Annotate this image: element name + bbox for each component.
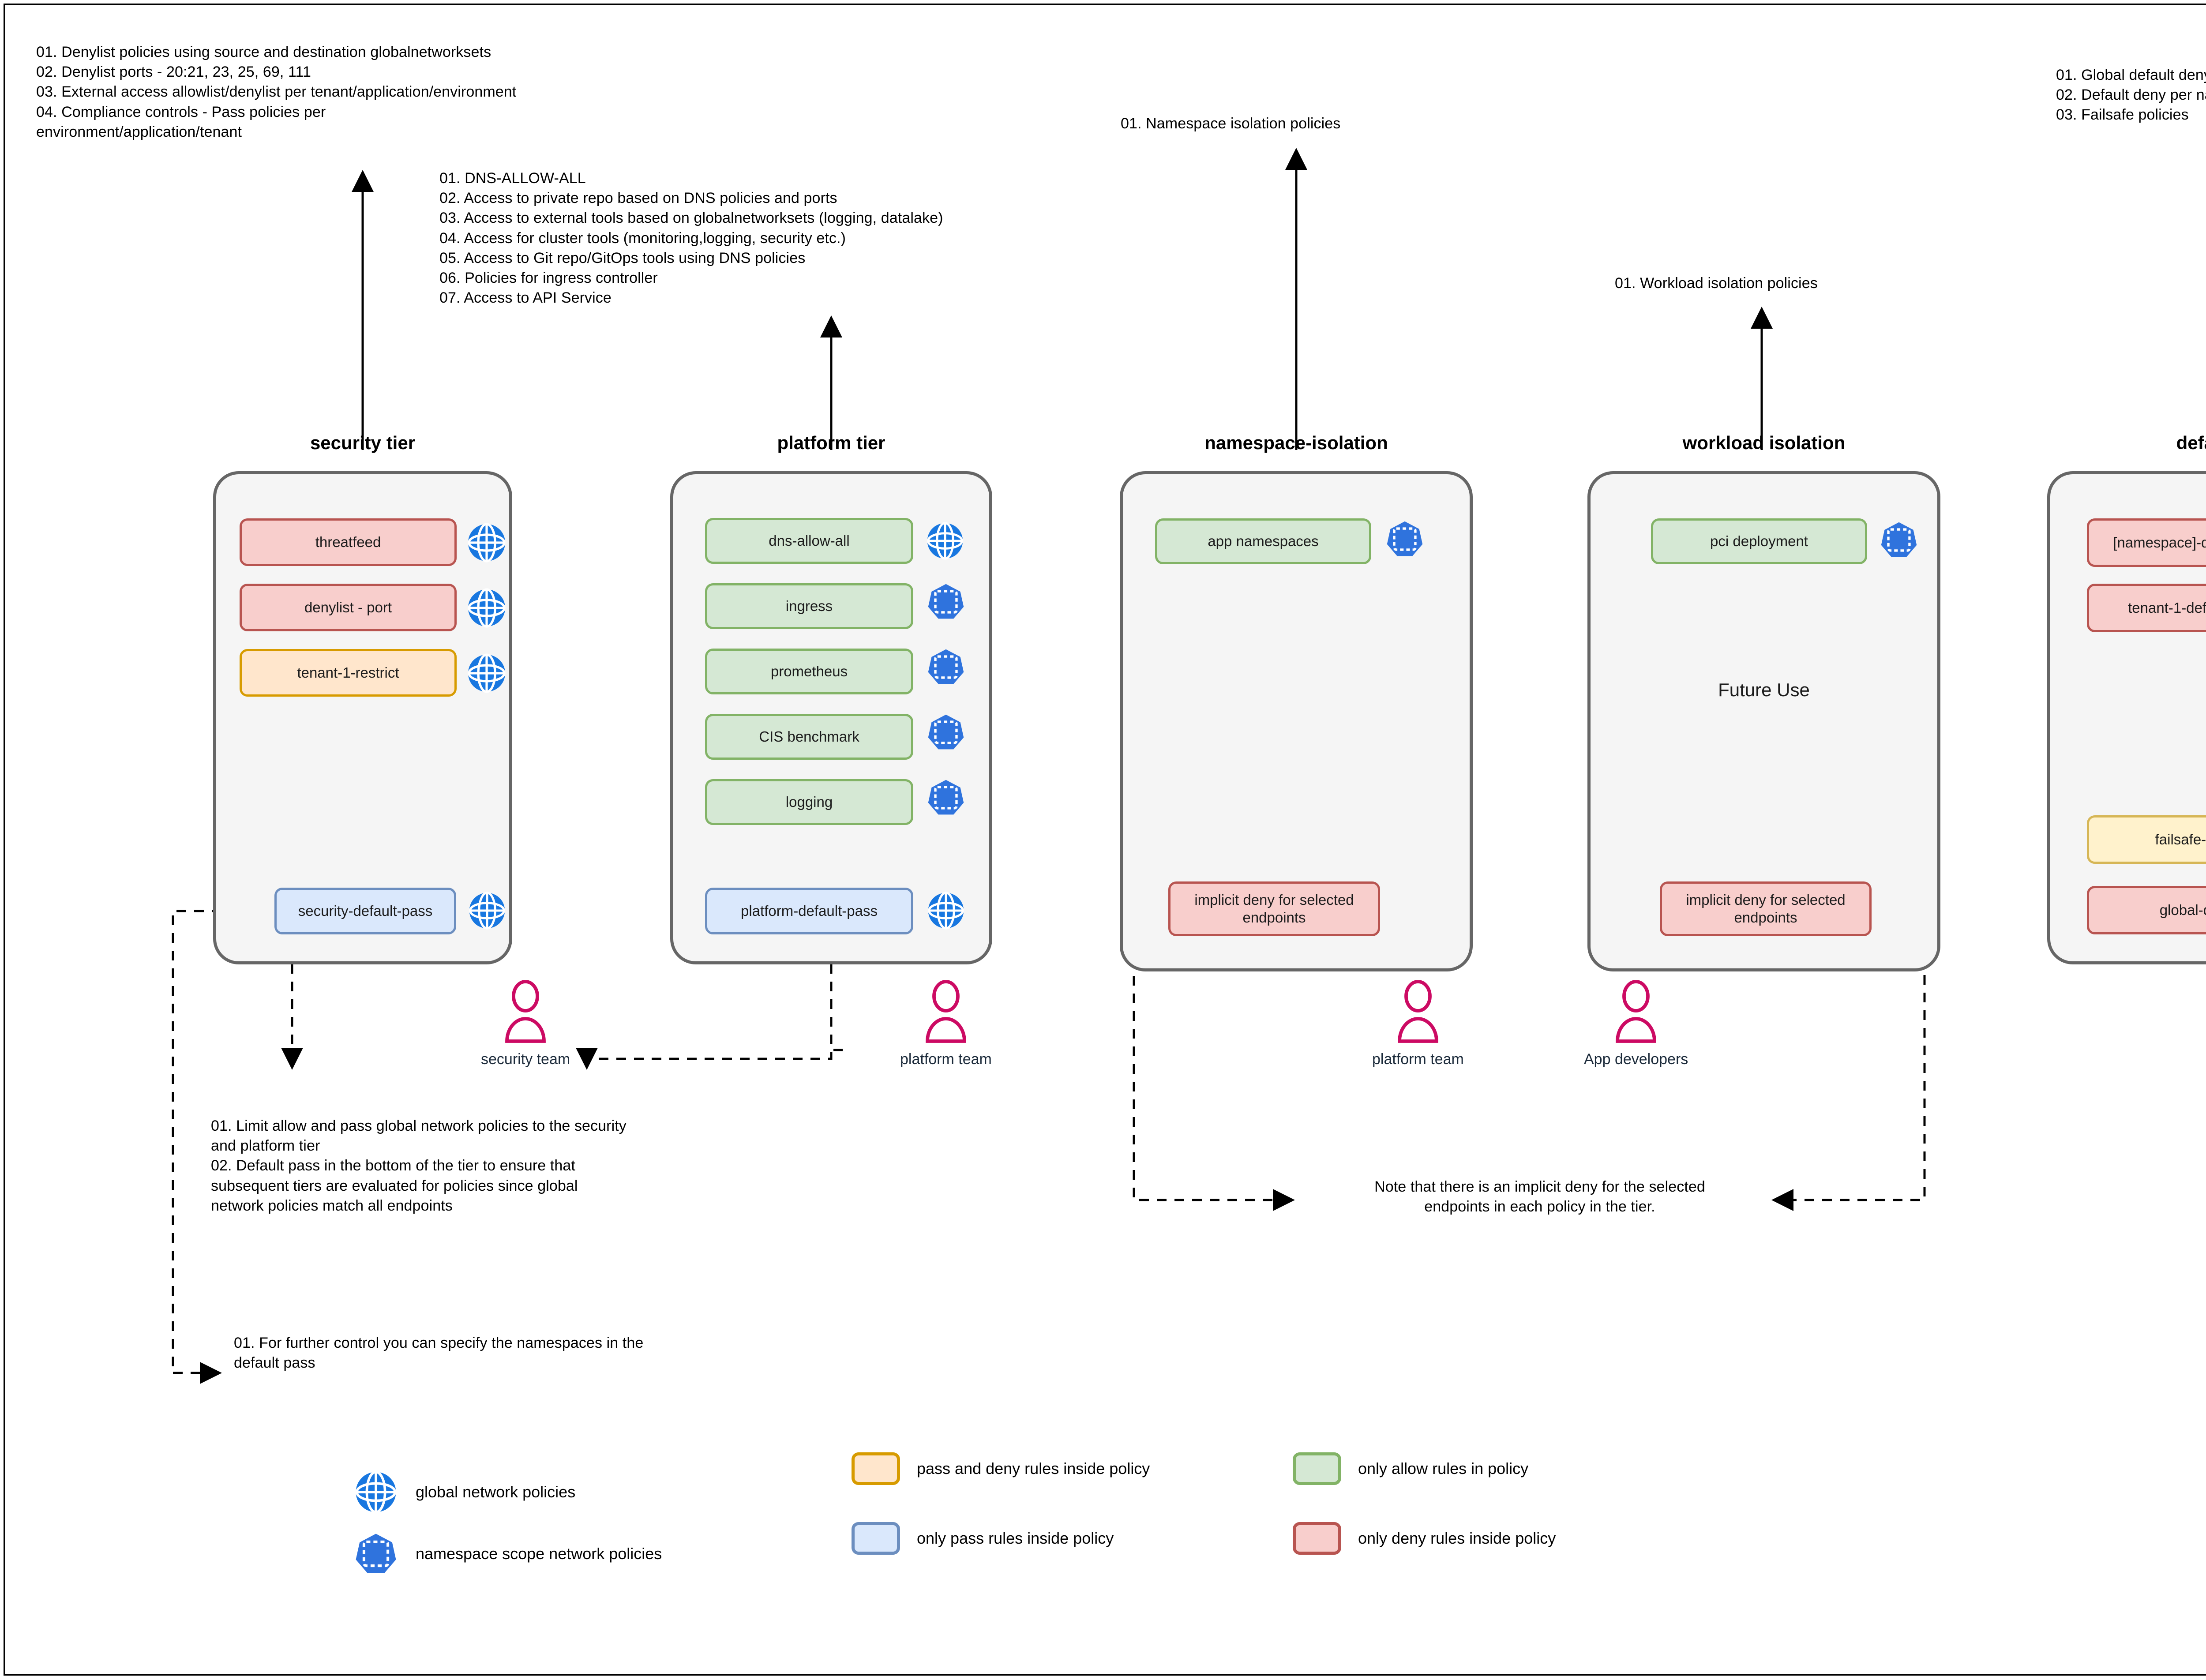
policy-global-deny[interactable]: global-deny	[2087, 886, 2206, 934]
global-network-policy-icon	[926, 890, 966, 933]
namespace-scope-policy-icon	[1879, 520, 1919, 562]
legend-label: only allow rules in policy	[1358, 1459, 1529, 1478]
legend-label: global network policies	[416, 1483, 576, 1501]
policy-security-default-pass[interactable]: security-default-pass	[274, 888, 456, 934]
namespace-scope-policy-icon	[1384, 519, 1425, 562]
policy-namespace-default-deny[interactable]: [namespace]-default-deny	[2087, 518, 2206, 567]
owner-label: platform team	[900, 1051, 992, 1068]
tier-title-platform: platform tier	[777, 432, 885, 453]
global-network-policy-icon	[467, 890, 507, 933]
namespace-scope-policy-icon	[926, 647, 966, 690]
tier-title-workload-isolation: workload isolation	[1682, 432, 1846, 453]
person-icon	[1616, 980, 1657, 1043]
tier-title-default: default tier	[2176, 432, 2206, 453]
default-tier-notes: 01. Global default deny 02. Default deny…	[2056, 67, 2206, 124]
policy-implicit-deny-workload[interactable]: implicit deny for selected endpoints	[1660, 881, 1872, 936]
legend-swatch-deny	[1293, 1522, 1341, 1555]
legend-swatch-pass	[852, 1522, 900, 1555]
policy-logging[interactable]: logging	[705, 779, 913, 825]
person-icon	[926, 980, 966, 1043]
policy-ingress[interactable]: ingress	[705, 583, 913, 629]
legend-item-only-pass: only pass rules inside policy	[852, 1522, 1114, 1555]
policy-implicit-deny-namespace[interactable]: implicit deny for selected endpoints	[1168, 881, 1380, 936]
person-icon	[1398, 980, 1438, 1043]
bottom-left-notes: 01. Limit allow and pass global network …	[211, 1118, 627, 1214]
owner-label: platform team	[1372, 1051, 1464, 1068]
security-tier-notes: 01. Denylist policies using source and d…	[36, 44, 517, 140]
owner-security-team-1: security team	[481, 980, 570, 1068]
further-control-note: 01. For further control you can specify …	[234, 1335, 644, 1372]
legend-label: pass and deny rules inside policy	[917, 1459, 1150, 1478]
policy-threatfeed[interactable]: threatfeed	[240, 518, 457, 566]
global-network-policy-icon	[465, 652, 508, 697]
namespace-isolation-note: 01. Namespace isolation policies	[1121, 115, 1341, 132]
tier-title-namespace-isolation: namespace-isolation	[1204, 432, 1388, 453]
policy-pci-deployment[interactable]: pci deployment	[1651, 518, 1867, 564]
policy-platform-default-pass[interactable]: platform-default-pass	[705, 888, 913, 934]
legend-item-pass-and-deny: pass and deny rules inside policy	[852, 1452, 1150, 1485]
policy-prometheus[interactable]: prometheus	[705, 649, 913, 694]
global-network-policy-icon	[465, 521, 508, 566]
diagram-border	[4, 4, 2206, 1676]
tier-title-security: security tier	[310, 432, 416, 453]
owner-platform-team-2: platform team	[1372, 980, 1464, 1068]
namespace-scope-policy-icon	[926, 581, 966, 624]
global-network-policy-icon	[925, 521, 965, 563]
implicit-deny-note: Note that there is an implicit deny for …	[1374, 1178, 1705, 1215]
platform-tier-notes: 01. DNS-ALLOW-ALL 02. Access to private …	[439, 170, 943, 307]
policy-denylist-port[interactable]: denylist - port	[240, 584, 457, 631]
global-network-policy-icon	[465, 587, 508, 631]
legend-item-namespace-scope-policies: namespace scope network policies	[353, 1531, 662, 1577]
legend-label: namespace scope network policies	[416, 1545, 662, 1563]
owner-label: security team	[481, 1051, 570, 1068]
person-icon	[505, 980, 546, 1043]
policy-app-namespaces[interactable]: app namespaces	[1155, 518, 1371, 564]
legend-label: only pass rules inside policy	[917, 1529, 1114, 1547]
policy-failsafe-allow[interactable]: failsafe-allow	[2087, 815, 2206, 864]
policy-cis-benchmark[interactable]: CIS benchmark	[705, 714, 913, 760]
namespace-scope-policy-icon	[356, 1534, 396, 1573]
policy-dns-allow-all[interactable]: dns-allow-all	[705, 518, 913, 564]
owner-platform-team-1: platform team	[900, 980, 992, 1068]
workload-placeholder-text: Future Use	[1718, 679, 1810, 700]
policy-tenant-1-restrict[interactable]: tenant-1-restrict	[240, 649, 457, 697]
namespace-scope-policy-icon	[926, 712, 966, 755]
legend-swatch-passdeny	[852, 1452, 900, 1485]
legend-item-global-network-policies: global network policies	[353, 1469, 575, 1515]
legend-item-only-allow: only allow rules in policy	[1293, 1452, 1528, 1485]
legend-label: only deny rules inside policy	[1358, 1529, 1556, 1547]
tier-box-security	[213, 471, 512, 964]
owner-app-developers: App developers	[1584, 980, 1688, 1068]
global-network-policy-icon	[355, 1470, 397, 1514]
legend-item-only-deny: only deny rules inside policy	[1293, 1522, 1556, 1555]
legend-swatch-allow	[1293, 1452, 1341, 1485]
policy-tenant-1-default-deny[interactable]: tenant-1-default-deny	[2087, 584, 2206, 632]
workload-isolation-note: 01. Workload isolation policies	[1615, 275, 1818, 292]
owner-label: App developers	[1584, 1051, 1688, 1068]
namespace-scope-policy-icon	[926, 777, 966, 820]
